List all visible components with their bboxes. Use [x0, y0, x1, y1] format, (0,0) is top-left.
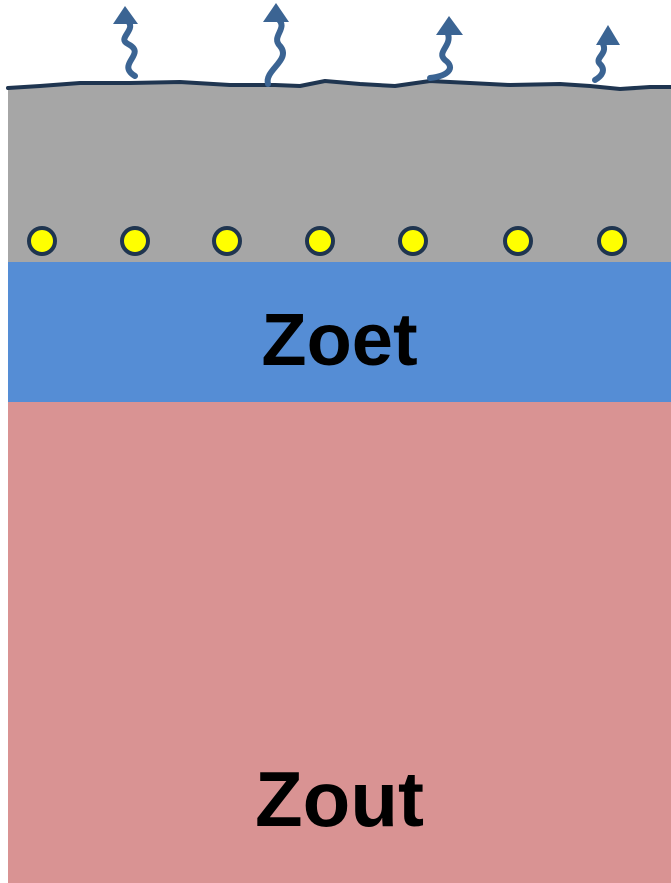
evaporation-arrows [113, 3, 620, 87]
evaporation-arrow-icon [592, 25, 620, 83]
salt-water-layer [8, 402, 671, 883]
particle-row [27, 226, 627, 256]
yellow-dot-icon [398, 226, 428, 256]
fresh-water-label: Zoet [261, 298, 418, 381]
evaporation-arrow-icon [427, 16, 463, 81]
yellow-dot-icon [27, 226, 57, 256]
fresh-water-layer [8, 262, 671, 402]
yellow-dot-icon [305, 226, 335, 256]
yellow-dot-icon [212, 226, 242, 256]
surface-soil-layer [8, 81, 671, 262]
evaporation-arrow-icon [113, 6, 138, 79]
yellow-dot-icon [120, 226, 150, 256]
yellow-dot-icon [597, 226, 627, 256]
ground-surface-line [6, 79, 671, 91]
evaporation-arrow-icon [263, 3, 289, 87]
salt-water-label: Zout [255, 755, 424, 843]
yellow-dot-icon [503, 226, 533, 256]
